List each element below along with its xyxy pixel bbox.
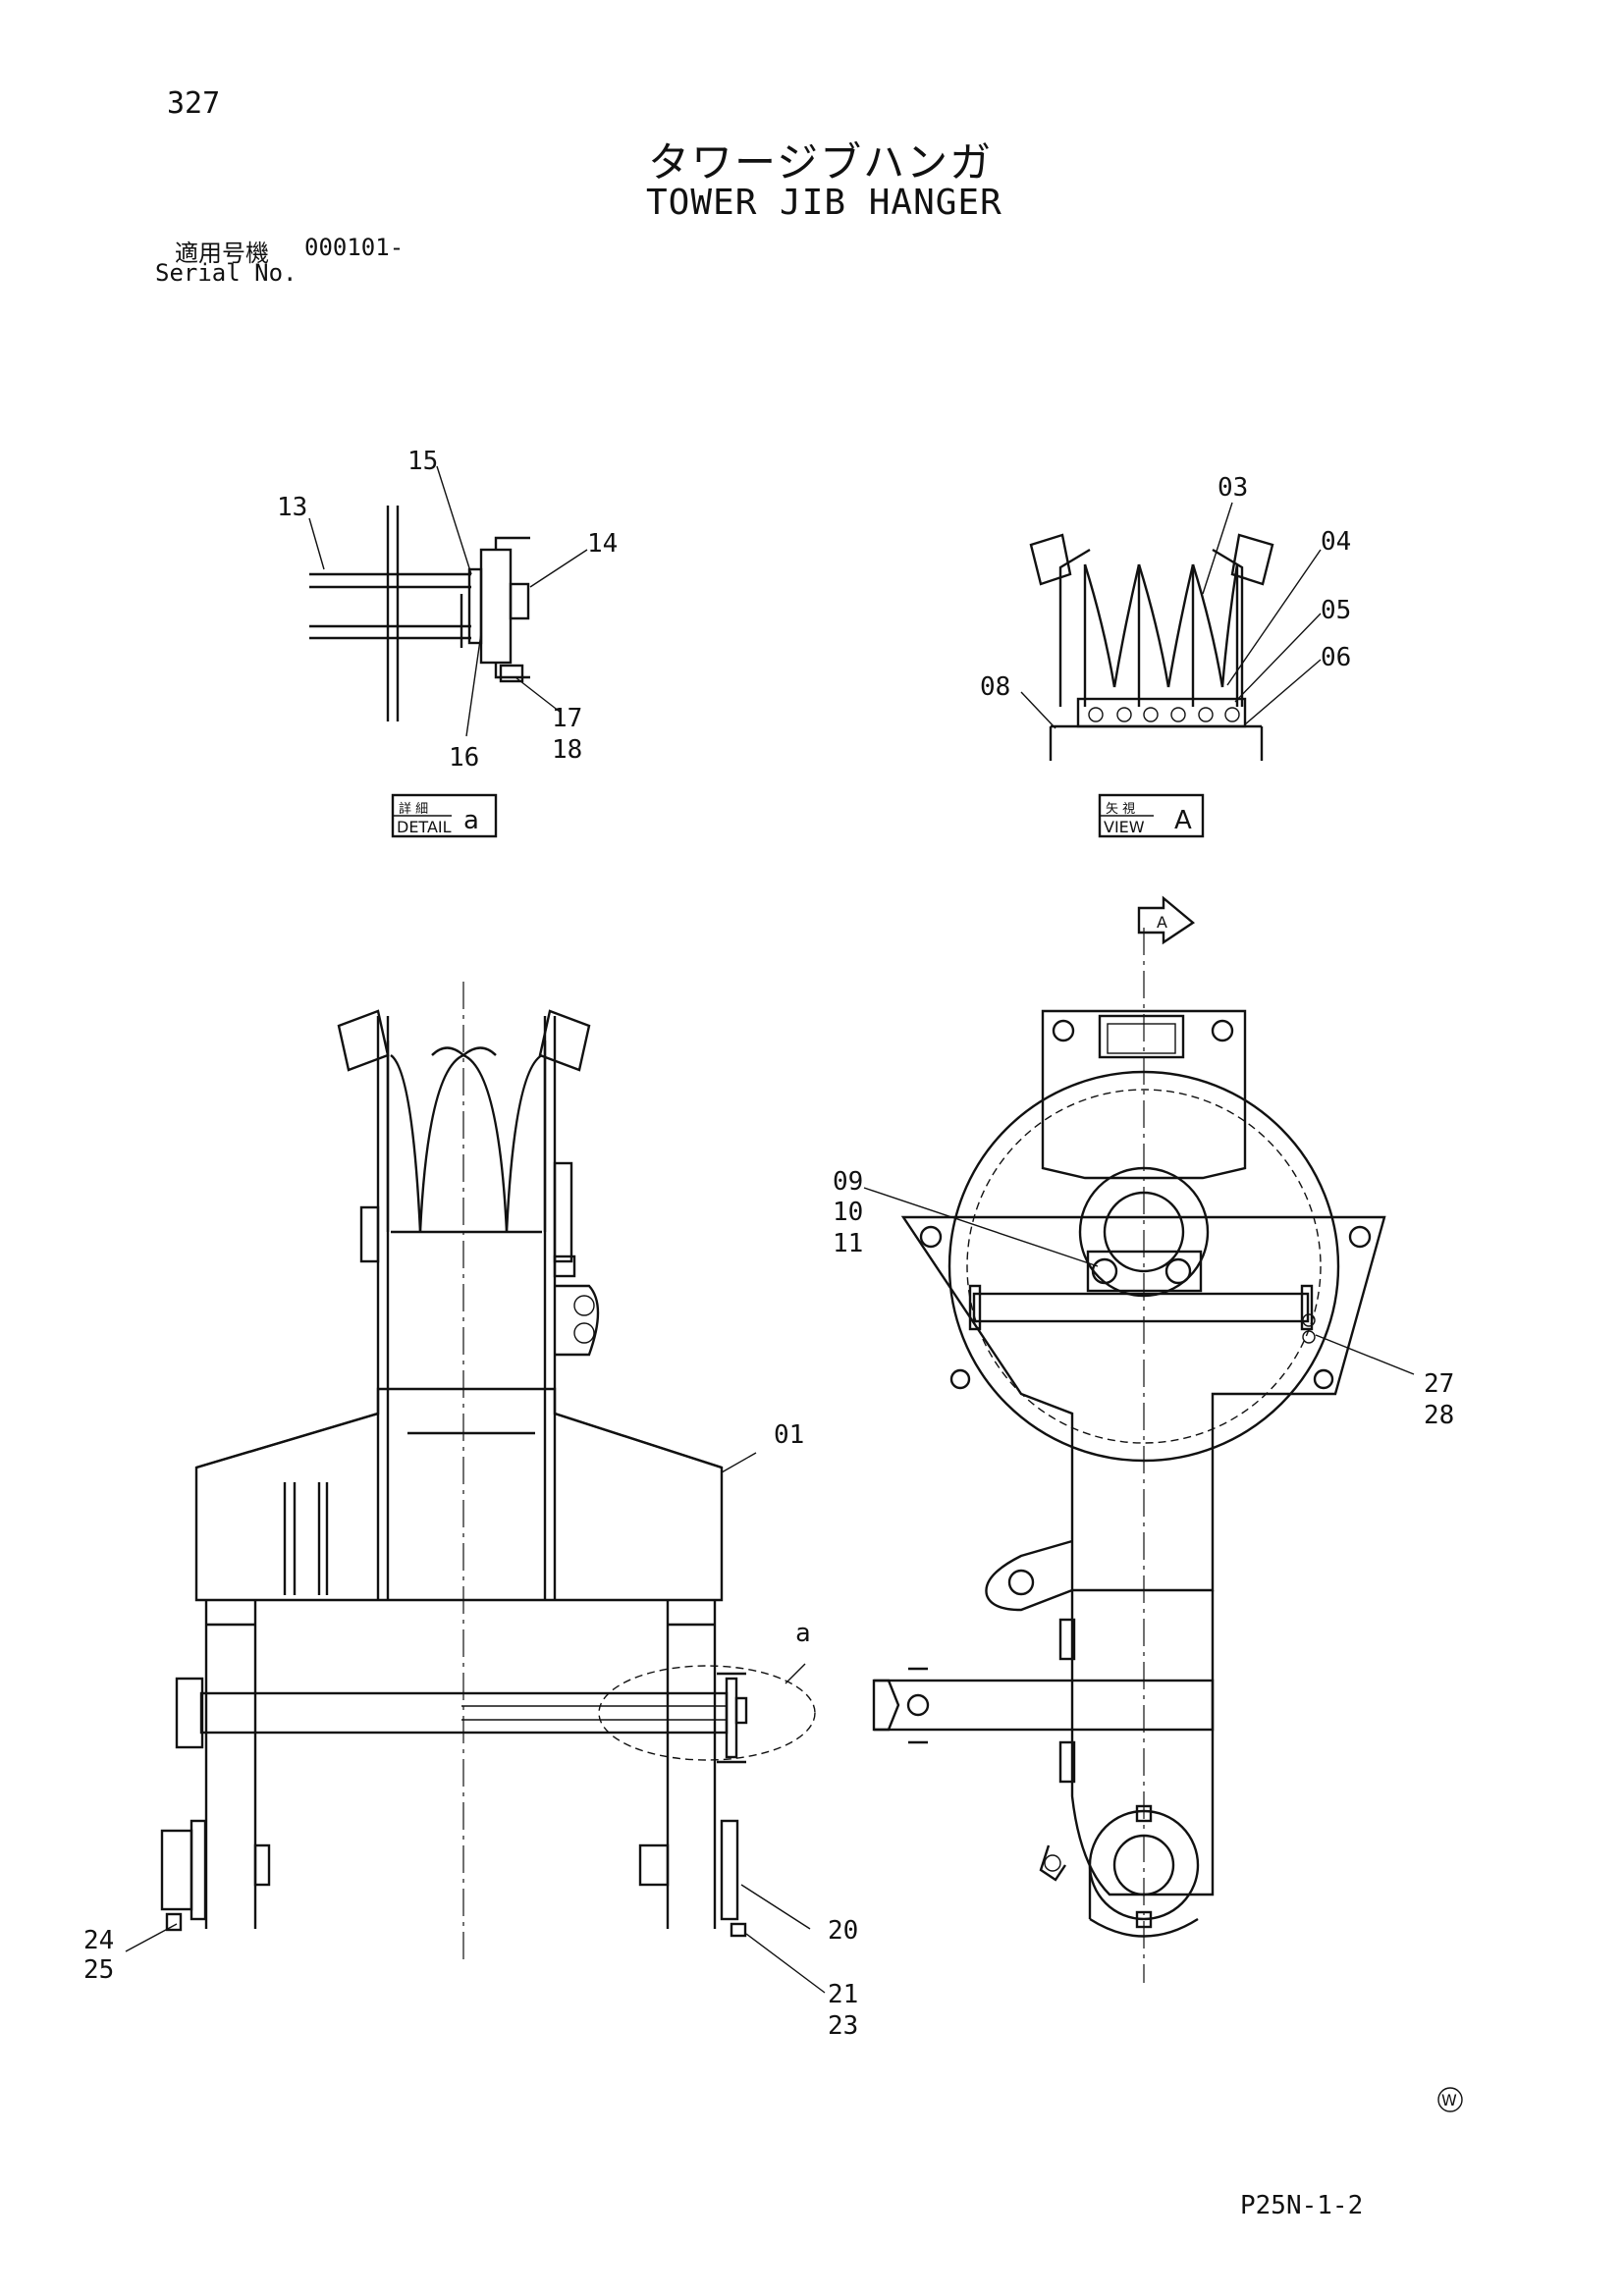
detail-box-letter: a [463,806,479,835]
front-view-leaders [125,1452,826,1994]
serial-number-value: 000101- [304,234,405,261]
circled-w-mark: W [1437,2087,1463,2112]
callout-05: 05 [1321,596,1351,625]
circled-mark-letter: W [1441,2091,1457,2109]
callout-08: 08 [980,672,1010,702]
callout-24: 24 [83,1926,114,1955]
view-box-letter: A [1174,806,1192,835]
callout-23: 23 [828,2011,858,2041]
callout-11: 11 [833,1229,863,1258]
callout-13: 13 [277,493,307,522]
view-a-sheave-assembly [1029,533,1274,761]
title-english: TOWER JIB HANGER [646,183,1002,223]
serial-label-english: Serial No. [155,259,298,287]
callout-28: 28 [1424,1401,1454,1430]
view-arrow-label: A [1157,913,1167,932]
view-box-japanese: 矢 視 [1106,802,1135,817]
page-number: 327 [167,86,221,121]
callout-15: 15 [407,447,438,476]
view-a-leaders [1020,502,1322,729]
callout-25: 25 [83,1955,114,1985]
callout-18: 18 [552,735,582,765]
callout-27: 27 [1424,1369,1454,1399]
callout-01: 01 [774,1420,804,1450]
view-box-english: VIEW [1104,818,1145,836]
callout-20: 20 [828,1916,858,1946]
callout-10: 10 [833,1198,863,1227]
detail-a-marker: a [795,1619,811,1648]
callout-04: 04 [1321,527,1351,557]
detail-box-japanese: 詳 細 [399,801,428,817]
callout-03: 03 [1218,473,1248,503]
side-view-hanger: A [872,895,1386,1983]
document-code: P25N-1-2 [1240,2191,1364,2220]
view-direction-arrow [1137,895,1196,945]
front-view-hanger [160,982,816,1963]
callout-16: 16 [449,743,479,773]
detail-a-leaders [308,465,588,737]
detail-box-english: DETAIL [397,818,452,836]
detail-a-view [309,506,530,721]
title-japanese: タワージブハンガ [648,138,994,187]
side-view-leaders [863,1187,1415,1375]
callout-21: 21 [828,1980,858,2009]
detail-a-label-box: 詳 細 DETAIL a [391,793,498,838]
callout-09: 09 [833,1167,863,1197]
callout-17: 17 [552,704,582,733]
view-a-label-box: 矢 視 VIEW A [1098,793,1205,838]
serial-label-japanese: 適用号機 [175,240,269,267]
callout-14: 14 [587,529,618,559]
callout-06: 06 [1321,643,1351,672]
